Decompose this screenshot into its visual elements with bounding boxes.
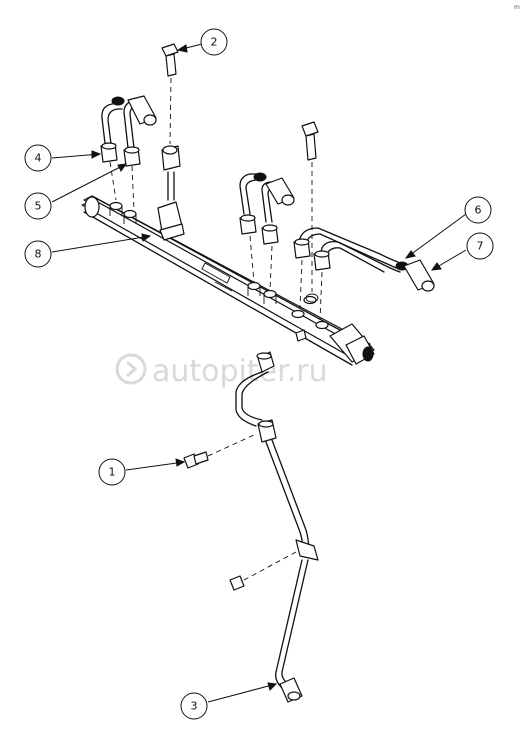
callout-1: 1 [98,458,186,486]
callout-8: 8 [24,233,152,268]
callout-4-number: 4 [35,152,42,165]
callout-5: 5 [24,163,128,220]
clamp-bolt-1 [183,433,257,469]
watermark-logo-icon [115,353,147,385]
callout-1-number: 1 [109,466,116,479]
fuel-rail [81,195,375,366]
callout-4: 4 [24,144,102,172]
callout-6: 6 [404,196,492,259]
corner-mark: m [514,4,520,11]
injector-lines-left [100,95,157,211]
callout-3: 3 [180,682,278,720]
callout-8-number: 8 [35,248,42,261]
supply-line [235,351,319,703]
injector-lines-middle [239,172,295,291]
callout-7: 7 [430,232,494,271]
watermark: autopiter.ru [115,353,328,389]
mounting-bolt-middle [301,121,319,303]
callout-3-number: 3 [191,700,198,713]
rail-pressure-sensor [157,145,185,241]
mounting-bolt-top [161,43,179,145]
callout-2: 2 [176,28,228,56]
injector-lines-right [293,227,435,321]
clamp-bolt-2 [229,551,297,591]
callout-6-number: 6 [475,204,482,217]
watermark-text: autopiter.ru [152,354,328,389]
callout-7-number: 7 [477,240,484,253]
callout-2-number: 2 [211,36,218,49]
callout-5-number: 5 [35,200,42,213]
